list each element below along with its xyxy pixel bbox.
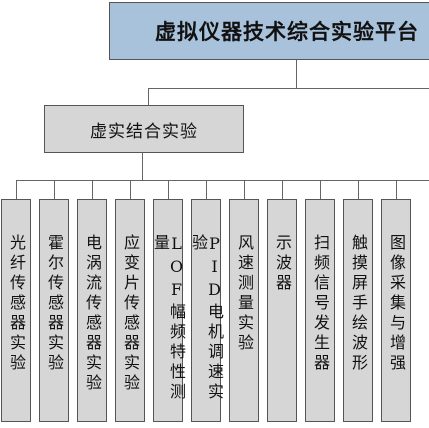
branch-node: 虚实结合实验 [44,105,244,153]
leaf-label: 霍尔传感器实验 [45,234,64,374]
leaf-connector [358,180,359,199]
leaf-label: 示波器 [273,234,292,294]
leaf-node-pid-motor: PID电机调速实验 [189,199,224,422]
leaf-label: 光纤传感器实验 [7,234,26,374]
leaf-label: 扫频信号发生器 [311,234,330,374]
branch-stem [148,88,149,105]
leaf-connector [320,180,321,199]
leaf-node-hall-sensor: 霍尔传感器实验 [39,199,69,422]
branch-label: 虚实结合实验 [90,121,198,142]
leaf-connector [54,180,55,199]
leaf-connector [206,180,207,199]
leaf-connector [282,180,283,199]
leaf-node-image-capture: 图像采集与增强 [381,199,411,422]
root-label: 虚拟仪器技术综合实验平台 [155,19,419,44]
leaf-label: 电涡流传感器实验 [83,234,102,394]
branch-down-stem [142,153,143,180]
leaf-label: PID电机调速实验 [189,234,224,403]
lower-bus [16,180,429,181]
leaf-connector [396,180,397,199]
leaf-connector [92,180,93,199]
leaf-connector [168,180,169,199]
leaf-node-strain-gauge: 应变片传感器实验 [115,199,145,422]
upper-bus [148,88,429,89]
leaf-label: 应变片传感器实验 [121,234,140,394]
leaf-connector [16,180,17,199]
leaf-node-fiber-sensor: 光纤传感器实验 [1,199,31,422]
leaf-label: 图像采集与增强 [387,234,406,374]
leaf-label: 触摸屏手绘波形 [349,234,368,374]
leaf-node-wind-speed: 风速测量实验 [229,199,259,422]
leaf-label: 风速测量实验 [235,234,254,354]
leaf-connector [130,180,131,199]
leaf-label: LOF幅频特性测量 [151,234,186,403]
leaf-node-oscilloscope: 示波器 [267,199,297,422]
root-stem [296,60,297,88]
leaf-node-lof-amplitude: LOF幅频特性测量 [151,199,186,422]
leaf-node-sweep-generator: 扫频信号发生器 [305,199,335,422]
leaf-node-eddy-current: 电涡流传感器实验 [77,199,107,422]
root-node: 虚拟仪器技术综合实验平台 [109,2,429,60]
leaf-connector [244,180,245,199]
leaf-node-touch-waveform: 触摸屏手绘波形 [343,199,373,422]
